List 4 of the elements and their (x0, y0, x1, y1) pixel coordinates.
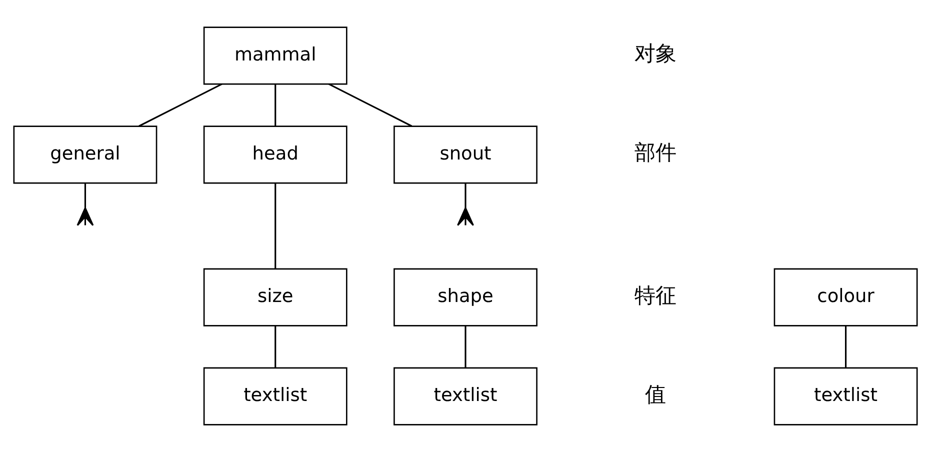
label: 值 (645, 381, 666, 406)
label: 特征 (634, 282, 677, 308)
label: 对象 (634, 40, 677, 66)
label: 部件 (634, 140, 677, 165)
